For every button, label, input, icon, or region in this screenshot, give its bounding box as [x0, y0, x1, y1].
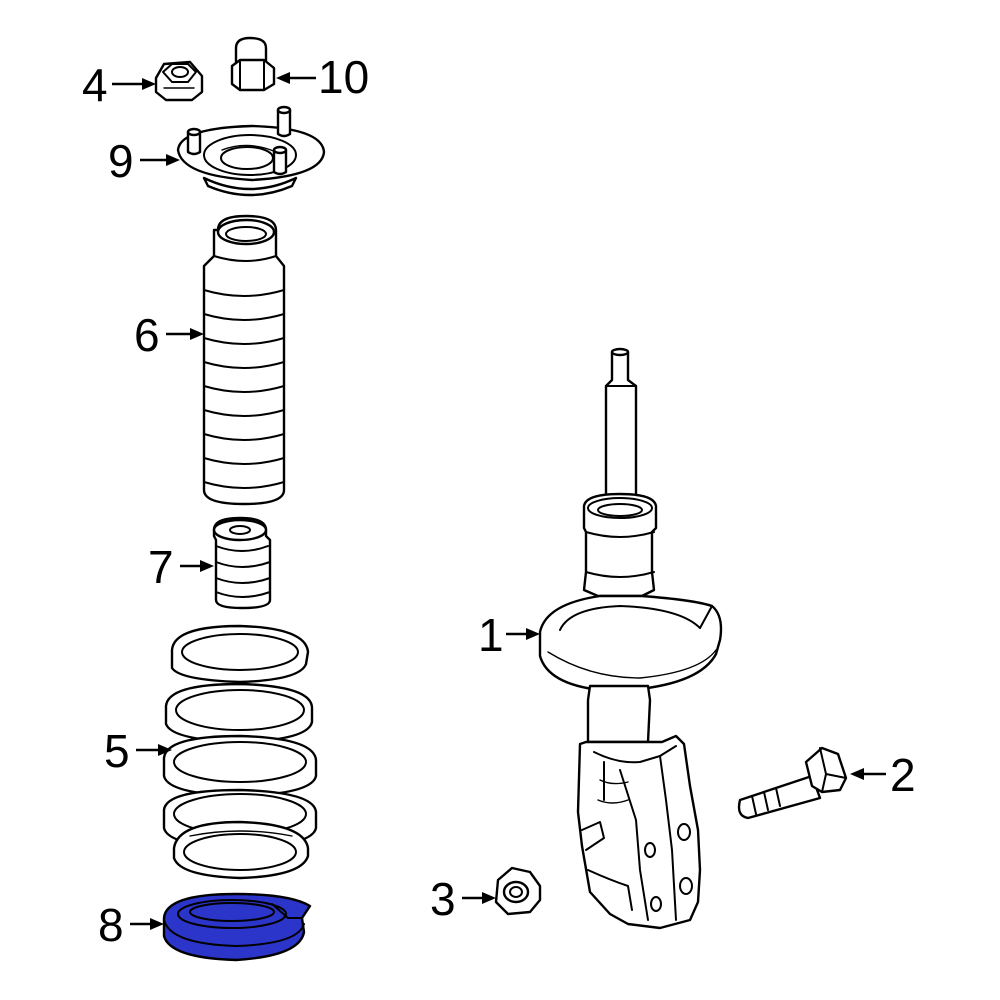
callout-1: 1	[478, 609, 504, 661]
callout-3: 3	[430, 873, 456, 925]
part-1-strut	[538, 347, 723, 930]
part-7-bump-stop	[212, 516, 272, 610]
part-6-dust-boot	[202, 214, 286, 506]
part-8-spring-insulator	[162, 892, 312, 962]
part-2-bolt	[737, 746, 848, 820]
callout-9: 9	[108, 135, 134, 187]
part-9-strut-mount	[176, 105, 326, 197]
callout-7: 7	[148, 541, 174, 593]
callout-4: 4	[82, 59, 108, 111]
part-5-coil-spring	[162, 624, 318, 880]
part-10-cap-nut	[230, 36, 276, 92]
callout-arrows	[112, 72, 886, 930]
callout-6: 6	[134, 309, 160, 361]
callout-10: 10	[318, 51, 369, 103]
part-3-nut	[494, 866, 542, 916]
callout-5: 5	[104, 725, 130, 777]
part-4-nut	[154, 60, 204, 102]
callout-8: 8	[98, 899, 124, 951]
callout-2: 2	[890, 749, 916, 801]
